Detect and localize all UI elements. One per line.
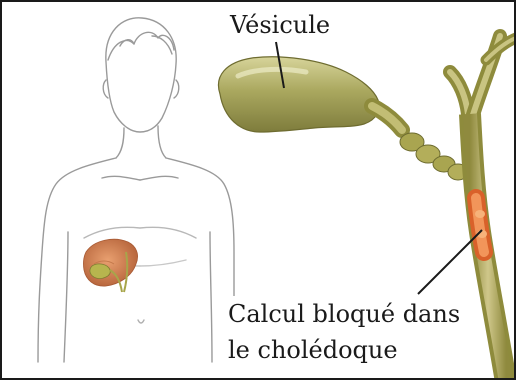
hepatic-duct-illustration — [450, 36, 516, 118]
gallbladder-label: Vésicule — [228, 11, 332, 39]
body-outline — [38, 18, 234, 362]
stone-label-line-1: Calcul bloqué dans — [228, 296, 460, 332]
hair-outline — [108, 32, 174, 60]
stone-label: Calcul bloqué dans le cholédoque — [228, 296, 460, 368]
stone-leader-line — [418, 230, 482, 294]
bile-duct-illustration — [470, 114, 506, 380]
neck-outline — [116, 128, 124, 158]
liver-icon — [83, 239, 137, 286]
gallbladder-illustration — [218, 57, 468, 180]
stone-label-line-2: le cholédoque — [228, 332, 460, 368]
